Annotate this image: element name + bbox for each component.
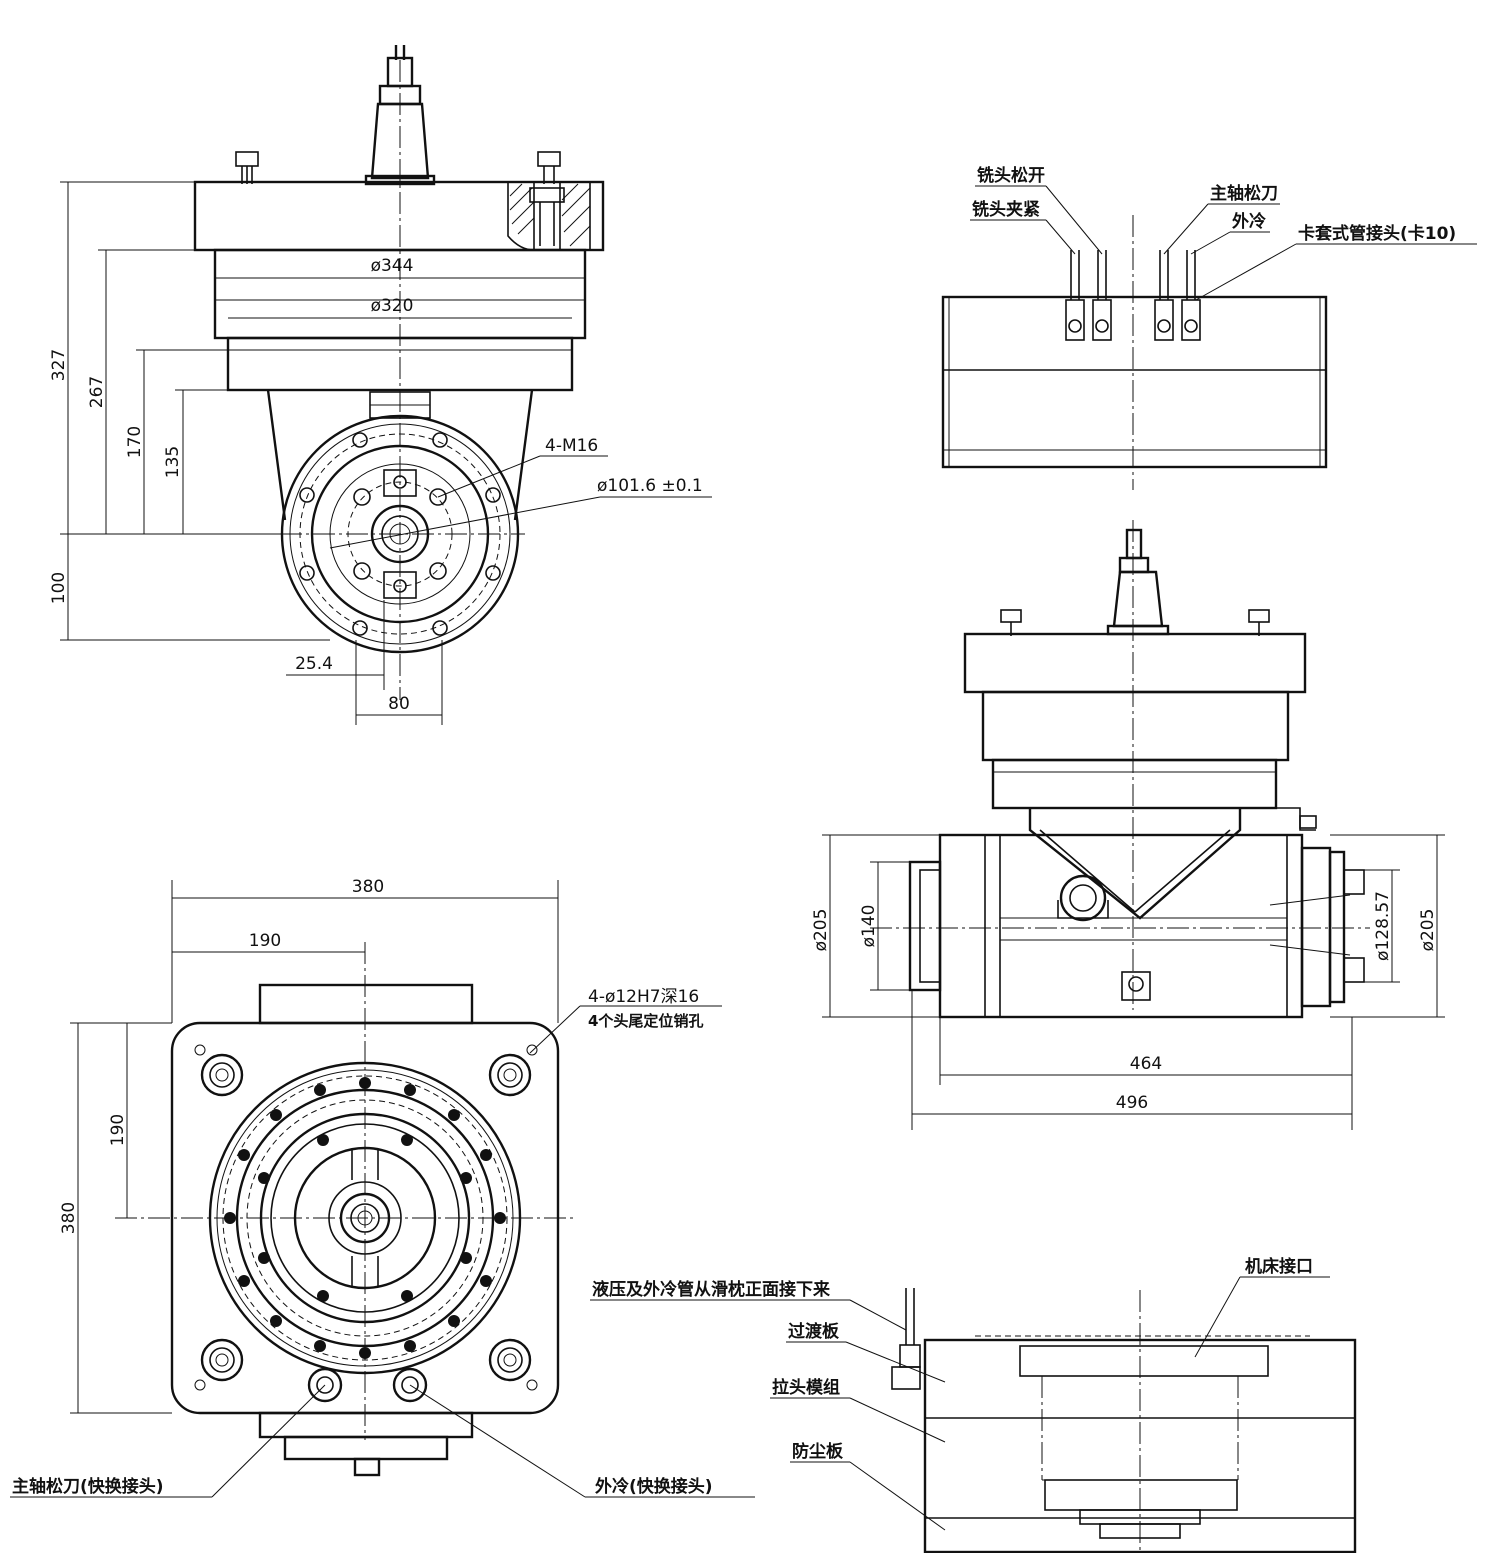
dim-135: 135 <box>163 446 183 478</box>
label-transition-plate: 过渡板 <box>788 1321 840 1342</box>
dim-380-horizontal: 380 <box>352 877 384 897</box>
view-top-right: 铣头松开 铣头夹紧 主轴松刀 外冷 卡套式管接头(卡10) <box>941 165 1477 490</box>
label-holes-line1: 4-ø12H7深16 <box>588 987 699 1007</box>
label-mill-release: 铣头松开 <box>977 165 1045 186</box>
dim-380-vertical: 380 <box>59 1202 79 1234</box>
label-spindle-release: 主轴松刀 <box>1210 183 1278 204</box>
hatched-section <box>507 181 591 251</box>
dim-190-horizontal: 190 <box>249 931 281 951</box>
hose-fittings <box>1065 250 1201 341</box>
label-dust-plate: 防尘板 <box>792 1441 844 1462</box>
dim-d128-57: ø128.57 <box>1373 891 1393 961</box>
dim-80: 80 <box>388 694 410 714</box>
cone-sides <box>266 389 534 521</box>
lower-body <box>226 336 574 392</box>
dim-190-vertical: 190 <box>108 1114 128 1146</box>
dimensions-left <box>60 181 330 641</box>
label-hydraulic-note: 液压及外冷管从滑枕正面接下来 <box>592 1279 831 1300</box>
pull-stud <box>364 45 436 186</box>
dim-170: 170 <box>125 426 145 458</box>
bolt-ring <box>224 1077 506 1359</box>
label-external-cooling-quick: 外冷(快换接头) <box>595 1476 713 1497</box>
label-spindle-release-quick: 主轴松刀(快换接头) <box>12 1476 164 1497</box>
label-pull-module: 拉头模组 <box>772 1377 840 1398</box>
label-external-cooling: 外冷 <box>1232 211 1266 232</box>
label-machine-interface: 机床接口 <box>1245 1256 1313 1277</box>
corner-bolts <box>194 1044 538 1391</box>
label-mill-clamp: 铣头夹紧 <box>972 199 1040 220</box>
label-ferrule-fitting: 卡套式管接头(卡10) <box>1298 223 1456 244</box>
dim-d320: ø320 <box>371 296 414 316</box>
dim-d205-left: ø205 <box>811 909 831 952</box>
dim-100: 100 <box>49 572 69 604</box>
dim-464: 464 <box>1130 1054 1162 1074</box>
view-bottom-right: 液压及外冷管从滑枕正面接下来 机床接口 过渡板 拉头模组 防尘板 <box>590 1256 1357 1553</box>
view-bottom-left: 380 190 380 190 4-ø12H7深16 4个头尾定位销孔 主轴松刀… <box>10 877 755 1498</box>
dim-d205-right: ø205 <box>1418 909 1438 952</box>
dim-25-4: 25.4 <box>295 654 333 674</box>
dim-d140: ø140 <box>859 905 879 948</box>
dim-d101-6: ø101.6 ±0.1 <box>597 476 703 496</box>
dim-4-m16: 4-M16 <box>545 436 598 456</box>
spindle-head-front <box>280 414 520 654</box>
view-side-mid-right: ø205 ø140 ø128.57 ø205 464 496 <box>811 520 1445 1130</box>
top-plate <box>193 180 605 252</box>
view-front-top-left: 327 267 170 135 100 ø344 ø320 4-M16 ø101… <box>49 45 712 725</box>
dim-267: 267 <box>87 376 107 408</box>
spindle-head-bottom <box>208 1061 522 1375</box>
dim-d344: ø344 <box>371 256 414 276</box>
dim-327: 327 <box>49 349 69 381</box>
dim-496: 496 <box>1116 1093 1148 1113</box>
label-holes-line2: 4个头尾定位销孔 <box>588 1012 703 1030</box>
